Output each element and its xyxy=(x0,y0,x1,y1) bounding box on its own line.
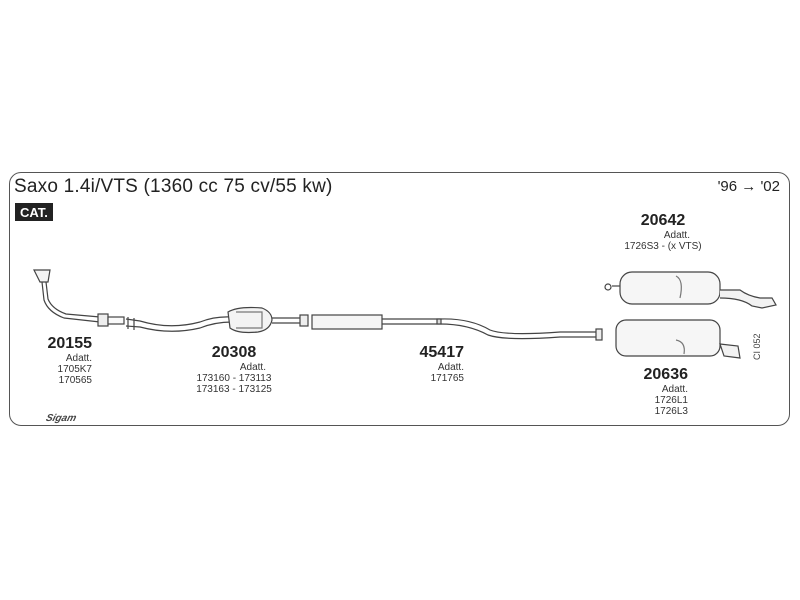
part-45417: 45417 Adatt. 171765 xyxy=(402,344,465,384)
part-adatt-label: Adatt. xyxy=(65,353,92,364)
part-ref: 173160 - 173113 xyxy=(196,373,272,384)
part-ref: 1726L1 xyxy=(654,395,688,406)
diagram-code-label: CI 052 xyxy=(752,333,762,360)
diagram-title: Saxo 1.4i/VTS (1360 cc 75 cv/55 kw) xyxy=(14,176,333,197)
part-adatt-label: Adatt. xyxy=(663,230,690,241)
rear-silencer-part xyxy=(615,319,741,359)
brand-logo: Sigam xyxy=(44,413,78,424)
part-ref: 1705K7 xyxy=(57,364,92,375)
middle-silencer-part xyxy=(311,314,603,341)
part-code: 20308 xyxy=(211,344,257,361)
part-adatt-label: Adatt. xyxy=(239,362,266,373)
part-adatt-label: Adatt. xyxy=(661,384,688,395)
part-code: 20155 xyxy=(47,335,93,352)
part-20155: 20155 Adatt. 1705K7 170565 xyxy=(40,335,93,386)
front-pipe-part xyxy=(33,269,125,327)
part-adatt-label: Adatt. xyxy=(437,362,464,373)
part-ref: 1726S3 - (x VTS) xyxy=(624,241,702,252)
rear-silencer-vts-part xyxy=(604,271,777,309)
part-ref: 1726L3 xyxy=(654,406,688,417)
part-ref: 171765 xyxy=(430,373,464,384)
part-20636: 20636 Adatt. 1726L1 1726L3 xyxy=(628,366,689,417)
part-code: 45417 xyxy=(419,344,465,361)
year-range: '96 → '02 xyxy=(717,178,780,195)
cat-badge: CAT. xyxy=(15,203,53,221)
part-code: 20642 xyxy=(640,212,686,229)
part-ref: 170565 xyxy=(58,375,92,386)
catalytic-converter-part xyxy=(125,306,309,334)
part-20308: 20308 Adatt. 173160 - 173113 173163 - 17… xyxy=(180,344,288,395)
part-20642: 20642 Adatt. 1726S3 - (x VTS) xyxy=(612,212,714,252)
part-ref: 173163 - 173125 xyxy=(196,384,272,395)
part-code: 20636 xyxy=(643,366,689,383)
